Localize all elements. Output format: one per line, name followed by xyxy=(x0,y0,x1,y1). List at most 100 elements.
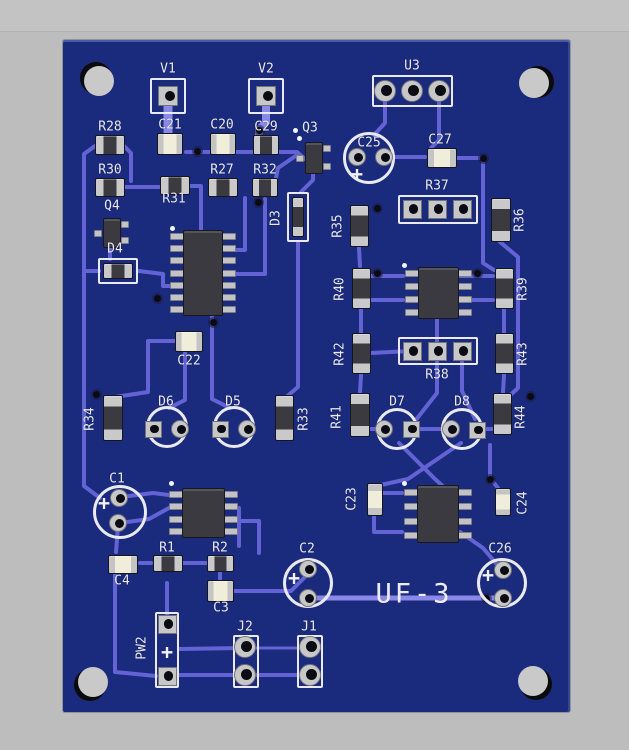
solder-pad-round xyxy=(401,80,423,102)
solder-pad-square xyxy=(452,199,472,219)
component-D3 xyxy=(287,192,309,242)
ic-pin xyxy=(405,270,419,277)
via xyxy=(526,392,534,400)
ic-pin xyxy=(170,294,184,302)
solder-pad-round xyxy=(442,420,460,438)
ic-pin xyxy=(222,281,236,289)
pad-hole xyxy=(474,425,483,435)
ic-pin xyxy=(169,515,183,523)
pad-hole xyxy=(243,424,253,434)
ic-pin xyxy=(224,503,238,511)
ic-pin xyxy=(169,528,183,536)
component-C27 xyxy=(427,148,457,168)
transistor-pin xyxy=(121,221,129,228)
ic-pin xyxy=(458,517,472,525)
pin1-dot xyxy=(296,135,302,141)
label-C22: C22 xyxy=(177,353,201,369)
label-R43: R43 xyxy=(515,342,531,366)
label-C20: C20 xyxy=(210,117,234,133)
pad-hole xyxy=(304,593,314,603)
ic-pin xyxy=(222,269,236,277)
pin1-dot xyxy=(401,480,407,486)
pad-hole xyxy=(499,565,509,575)
label-R37: R37 xyxy=(425,178,449,194)
ic-pin xyxy=(170,244,184,252)
ic-14pin-soic xyxy=(183,230,223,316)
label-C29: C29 xyxy=(254,119,278,135)
label-Q4: Q4 xyxy=(104,198,120,214)
component-C3 xyxy=(207,580,234,602)
transistor-pin xyxy=(94,230,102,237)
label-R27: R27 xyxy=(210,162,234,178)
pad-hole xyxy=(150,424,159,434)
pad-hole xyxy=(115,493,125,503)
solder-pad-square xyxy=(211,420,229,438)
ic-pin xyxy=(222,306,236,314)
component-R32 xyxy=(252,178,278,197)
polarity-plus-sign: + xyxy=(481,563,495,587)
solder-pad-square xyxy=(468,421,486,439)
solder-pad-round xyxy=(299,560,317,578)
solder-pad-square xyxy=(256,86,276,106)
component-R38 xyxy=(398,337,478,365)
component-R44 xyxy=(493,393,512,435)
copper-trace xyxy=(374,441,463,488)
ic-pin xyxy=(169,490,183,498)
polarity-plus-sign: + xyxy=(160,640,174,664)
pin1-dot xyxy=(401,262,407,268)
pad-hole xyxy=(114,518,124,528)
pin1-dot xyxy=(169,225,175,231)
solder-pad-round xyxy=(171,420,189,438)
pad-hole xyxy=(408,204,419,214)
component-R41 xyxy=(350,393,370,437)
component-V1 xyxy=(150,78,186,114)
label-C21: C21 xyxy=(158,117,182,133)
component-V2 xyxy=(248,78,284,114)
pad-hole xyxy=(408,346,419,356)
solder-pad-round xyxy=(299,589,317,607)
pad-hole xyxy=(262,91,273,101)
copper-trace xyxy=(501,373,506,395)
ic-pin xyxy=(169,503,183,511)
label-R30: R30 xyxy=(98,162,122,178)
via xyxy=(255,126,263,134)
label-V1: V1 xyxy=(160,61,176,77)
component-PW2 xyxy=(155,612,179,688)
transistor-pin xyxy=(323,145,331,152)
via xyxy=(209,318,217,326)
copper-trace xyxy=(357,246,362,268)
solder-pad-square xyxy=(402,420,420,438)
ic-pin xyxy=(404,517,418,525)
component-C24 xyxy=(495,488,511,516)
pad-hole xyxy=(380,424,390,434)
via xyxy=(193,147,201,155)
component-R28 xyxy=(95,135,125,155)
label-D8: D8 xyxy=(454,394,470,410)
copper-trace xyxy=(498,240,520,400)
component-R1 xyxy=(153,555,183,572)
label-C24: C24 xyxy=(515,491,531,515)
via xyxy=(92,390,100,398)
ic-pin xyxy=(170,232,184,240)
component-C1 xyxy=(93,485,147,539)
label-C25: C25 xyxy=(357,135,381,151)
solder-pad-round xyxy=(428,80,450,102)
ic-pin xyxy=(170,281,184,289)
label-C4: C4 xyxy=(114,573,130,589)
ic-8pin-soic-mid xyxy=(418,267,459,319)
solder-pad-round xyxy=(375,420,393,438)
component-C22 xyxy=(175,331,203,352)
label-R35: R35 xyxy=(330,214,346,238)
copper-trace xyxy=(274,153,299,180)
component-R36 xyxy=(491,198,511,242)
diode-body xyxy=(103,263,133,279)
pad-hole xyxy=(240,669,252,681)
solder-pad-round xyxy=(238,420,256,438)
component-D4 xyxy=(98,258,138,284)
solder-pad-square xyxy=(427,199,447,219)
pad-hole xyxy=(458,346,469,356)
component-R31 xyxy=(160,176,190,195)
label-R44: R44 xyxy=(513,405,529,429)
component-R30 xyxy=(95,178,125,197)
label-R1: R1 xyxy=(159,540,175,556)
